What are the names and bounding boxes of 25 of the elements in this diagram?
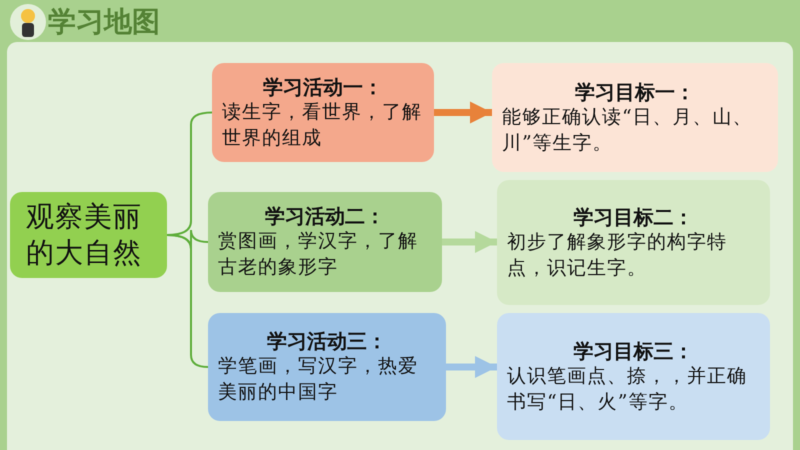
node-body: 能够正确认读“日、月、山、川”等生字。 — [502, 104, 754, 156]
node-body: 认识笔画点、捺，，并正确书写“日、火”等字。 — [507, 364, 748, 414]
activity-box — [208, 313, 446, 421]
arrow — [442, 231, 497, 253]
activity-box — [208, 192, 442, 292]
node-body: 读生字，看世界，了解世界的组成 — [222, 100, 423, 150]
arrow — [434, 102, 492, 124]
goal-box — [497, 313, 770, 440]
node-body: 赏图画，学汉字，了解古老的象形字 — [218, 229, 419, 280]
node-heading: 学习目标三： — [572, 338, 694, 364]
node-heading: 学习活动二： — [264, 203, 386, 230]
brace-line — [166, 234, 208, 368]
node-body: 初步了解象形字的构字特点，识记生字。 — [507, 230, 728, 280]
node-body: 学笔画，写汉字，热爱美丽的中国字 — [218, 354, 419, 405]
node-heading: 学习活动一： — [262, 74, 384, 100]
arrow — [446, 356, 497, 378]
activity-box — [212, 63, 434, 162]
root-box — [10, 192, 167, 278]
node-text: 观察美丽的大自然 — [25, 198, 143, 271]
node-heading: 学习活动三： — [266, 328, 388, 354]
title: 学习地图 — [48, 4, 160, 40]
goal-box — [497, 180, 770, 305]
goal-box — [492, 63, 778, 172]
node-heading: 学习目标二： — [572, 204, 694, 230]
node-heading: 学习目标一： — [574, 78, 696, 105]
